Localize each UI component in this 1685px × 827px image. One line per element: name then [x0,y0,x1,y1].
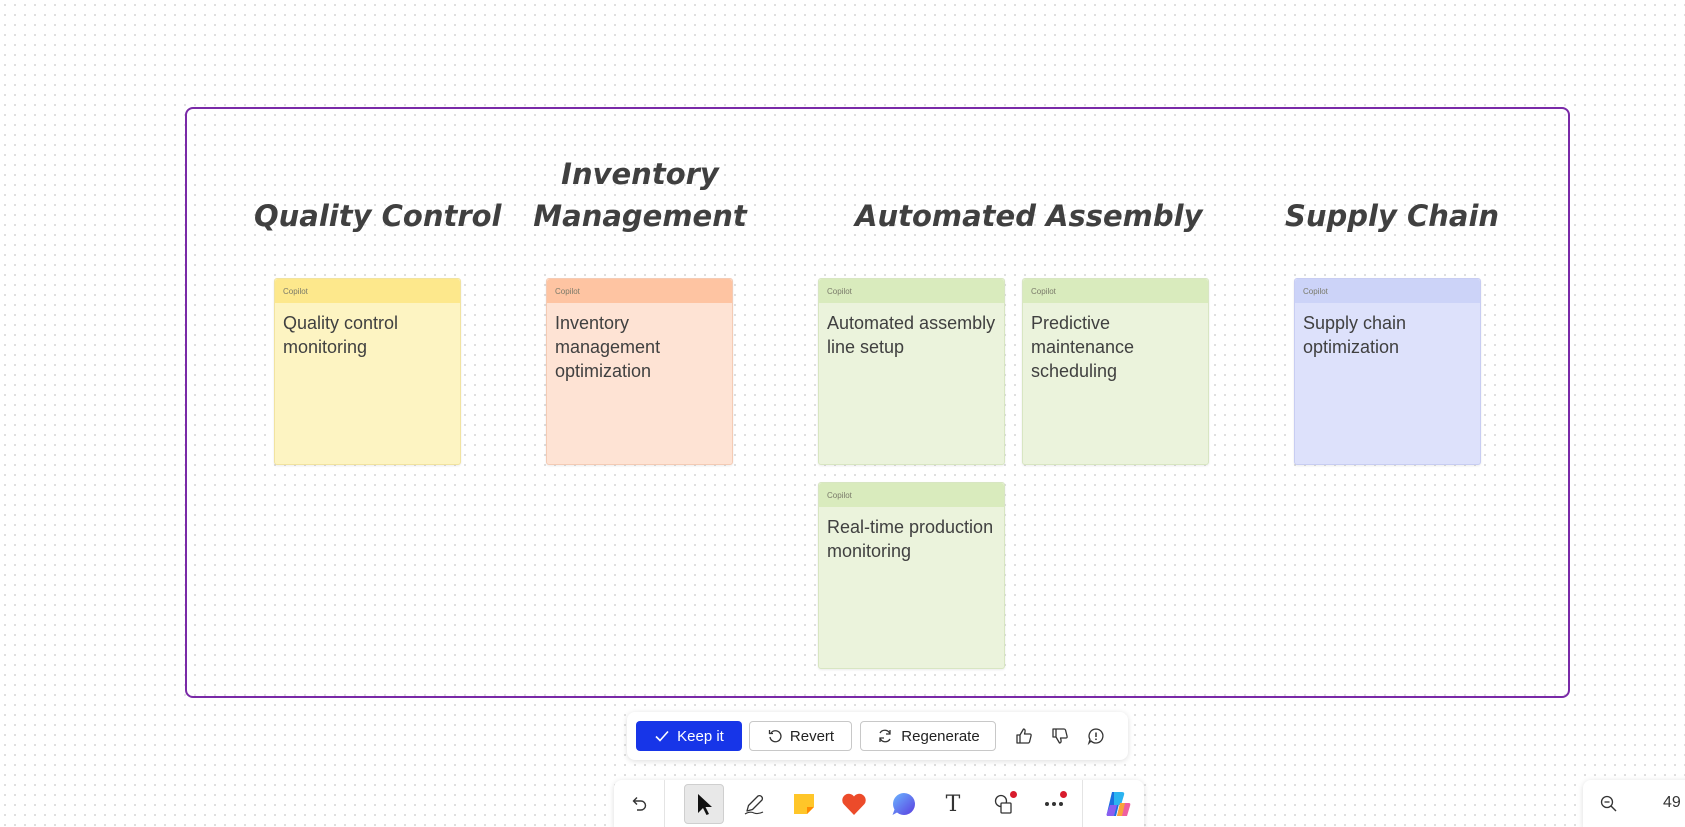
thumbs-down-button[interactable] [1048,724,1072,748]
sticky-note-text: Automated assembly line setup [827,313,996,357]
column-title-line: Management [533,199,747,233]
sticky-note[interactable]: Copilot Inventory management optimizatio… [546,278,733,465]
sticky-note-author: Copilot [1023,279,1208,303]
copilot-frame[interactable] [185,107,1570,698]
column-title-line: Quality Control [254,199,502,233]
thumbs-up-icon [1016,728,1032,744]
undo-button[interactable] [619,784,659,824]
column-title-inventory-management[interactable]: Inventory Management [530,153,750,237]
revert-label: Revert [789,727,835,745]
sticky-note[interactable]: Copilot Supply chain optimization [1294,278,1481,465]
copilot-icon [1106,792,1131,816]
shapes-icon [994,794,1012,814]
thumbs-down-icon [1052,728,1068,744]
notification-dot [1010,791,1017,798]
regenerate-icon [879,729,891,743]
sticky-note-icon [794,794,814,814]
column-title-automated-assembly[interactable]: Automated Assembly [855,195,1203,237]
zoom-controls: 49 [1583,780,1685,827]
sticky-note[interactable]: Copilot Automated assembly line setup [818,278,1005,465]
sticky-note-text: Predictive maintenance scheduling [1031,313,1135,381]
shapes-tool[interactable] [984,784,1024,824]
column-title-supply-chain[interactable]: Supply Chain [1285,195,1500,237]
zoom-out-button[interactable] [1597,792,1621,816]
regenerate-label: Regenerate [901,727,980,745]
sticky-note-author: Copilot [547,279,732,303]
reaction-tool[interactable] [834,784,874,824]
toolbar-divider [664,780,665,827]
sticky-note[interactable]: Copilot Predictive maintenance schedulin… [1022,278,1209,465]
column-title-line: Automated Assembly [855,199,1203,233]
sticky-note[interactable]: Copilot Real-time production monitoring [818,482,1005,669]
select-tool[interactable] [684,784,724,824]
more-icon [1045,802,1063,806]
notification-dot [1060,791,1067,798]
sticky-note-text: Inventory management optimization [555,313,661,381]
thumbs-up-button[interactable] [1012,724,1036,748]
comment-tool[interactable] [884,784,924,824]
sticky-note-tool[interactable] [784,784,824,824]
pen-icon [744,794,764,815]
comment-icon [892,793,915,815]
sticky-note-author: Copilot [819,279,1004,303]
sticky-note[interactable]: Copilot Quality control monitoring [274,278,461,465]
reaction-heart-icon [842,793,866,815]
undo-icon [632,797,647,811]
column-title-line: Inventory [561,157,719,191]
copilot-button[interactable] [1098,784,1138,824]
zoom-level[interactable]: 49 [1663,794,1681,811]
sticky-note-author: Copilot [1295,279,1480,303]
sticky-note-text: Real-time production monitoring [827,517,994,561]
check-icon [655,730,669,742]
select-arrow-icon [698,794,712,815]
feedback-icon [1087,728,1104,746]
sticky-note-author: Copilot [819,483,1004,507]
pen-tool[interactable] [734,784,774,824]
bottom-toolbar: T [614,780,1144,827]
revert-icon [768,730,782,743]
column-title-quality-control[interactable]: Quality Control [254,195,502,237]
sticky-note-author: Copilot [275,279,460,303]
keep-it-label: Keep it [677,727,724,745]
copilot-suggestion-bar: Keep it Revert Regenerate [627,712,1128,760]
zoom-out-icon [1600,795,1617,812]
text-icon: T [945,791,961,817]
keep-it-button[interactable]: Keep it [636,721,742,751]
sticky-note-text: Quality control monitoring [283,313,399,357]
regenerate-button[interactable]: Regenerate [860,721,996,751]
text-tool[interactable]: T [933,784,973,824]
sticky-note-text: Supply chain optimization [1303,313,1407,357]
column-title-line: Supply Chain [1285,199,1500,233]
feedback-button[interactable] [1084,724,1108,748]
toolbar-divider [1082,780,1083,827]
more-tools-button[interactable] [1034,784,1074,824]
revert-button[interactable]: Revert [749,721,852,751]
